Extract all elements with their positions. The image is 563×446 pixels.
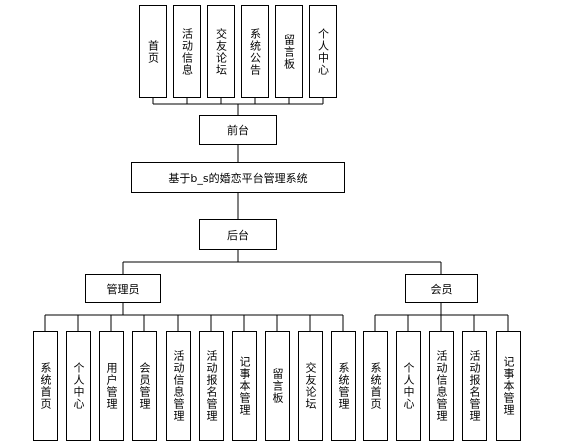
frontend-item-label: 交友论坛 bbox=[214, 27, 228, 76]
admin-node-label: 管理员 bbox=[106, 282, 140, 296]
member-item-system-home: 系统首页 bbox=[363, 331, 388, 441]
member-item-label: 个人中心 bbox=[402, 362, 415, 410]
backend-node-label: 后台 bbox=[227, 228, 249, 242]
admin-item-label: 记事本管理 bbox=[238, 356, 251, 416]
member-item-notebook-management: 记事本管理 bbox=[496, 331, 521, 441]
member-item-label: 记事本管理 bbox=[502, 356, 515, 416]
admin-item-member-management: 会员管理 bbox=[132, 331, 157, 441]
admin-node: 管理员 bbox=[85, 274, 161, 303]
frontend-item-forum: 交友论坛 bbox=[207, 5, 235, 98]
admin-item-label: 交友论坛 bbox=[304, 362, 317, 410]
frontend-item-label: 系统公告 bbox=[248, 27, 262, 76]
admin-item-label: 用户管理 bbox=[105, 362, 118, 410]
admin-item-activity-info-management: 活动信息管理 bbox=[166, 331, 191, 441]
frontend-item-activity-info: 活动信息 bbox=[173, 5, 201, 98]
frontend-node-label: 前台 bbox=[227, 124, 249, 137]
admin-item-label: 系统首页 bbox=[39, 362, 52, 410]
member-node-label: 会员 bbox=[430, 282, 453, 296]
admin-item-forum: 交友论坛 bbox=[298, 331, 323, 441]
member-item-label: 活动报名管理 bbox=[468, 350, 481, 422]
admin-item-label: 活动信息管理 bbox=[172, 350, 185, 422]
frontend-item-label: 活动信息 bbox=[180, 27, 194, 76]
member-item-activity-signup-management: 活动报名管理 bbox=[462, 331, 487, 441]
frontend-item-label: 个人中心 bbox=[316, 27, 330, 76]
admin-item-personal-center: 个人中心 bbox=[66, 331, 91, 441]
admin-item-message-board: 留言板 bbox=[265, 331, 290, 441]
admin-item-label: 系统管理 bbox=[337, 362, 350, 410]
frontend-item-announcement: 系统公告 bbox=[241, 5, 269, 98]
admin-item-label: 会员管理 bbox=[138, 362, 151, 410]
member-item-label: 活动信息管理 bbox=[435, 350, 448, 422]
frontend-item-label: 首页 bbox=[146, 39, 160, 64]
frontend-item-message-board: 留言板 bbox=[275, 5, 303, 98]
member-item-activity-info-management: 活动信息管理 bbox=[429, 331, 454, 441]
backend-node: 后台 bbox=[199, 219, 277, 250]
admin-item-system-home: 系统首页 bbox=[33, 331, 58, 441]
member-node: 会员 bbox=[405, 274, 478, 303]
root-system-title: 基于b_s的婚恋平台管理系统 bbox=[168, 171, 308, 185]
frontend-item-label: 留言板 bbox=[282, 33, 296, 70]
root-system-node: 基于b_s的婚恋平台管理系统 bbox=[131, 162, 345, 193]
frontend-item-home: 首页 bbox=[139, 5, 167, 98]
admin-item-label: 个人中心 bbox=[72, 362, 85, 410]
member-item-personal-center: 个人中心 bbox=[396, 331, 421, 441]
admin-item-activity-signup-management: 活动报名管理 bbox=[199, 331, 224, 441]
admin-item-label: 活动报名管理 bbox=[205, 350, 218, 422]
admin-item-user-management: 用户管理 bbox=[99, 331, 124, 441]
frontend-item-personal-center: 个人中心 bbox=[309, 5, 337, 98]
admin-item-system-management: 系统管理 bbox=[331, 331, 356, 441]
admin-item-label: 留言板 bbox=[271, 368, 284, 404]
member-item-label: 系统首页 bbox=[369, 362, 382, 410]
frontend-node: 前台 bbox=[199, 115, 277, 145]
admin-item-notebook-management: 记事本管理 bbox=[232, 331, 257, 441]
